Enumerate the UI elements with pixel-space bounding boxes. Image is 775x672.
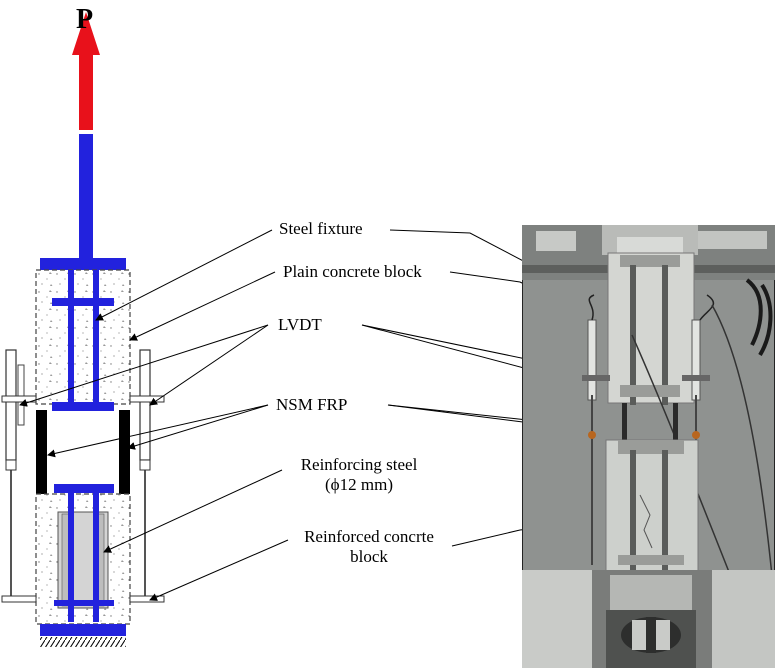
nsm-frp-left [36, 410, 47, 496]
leader-plain-block [129, 271, 276, 341]
lower-fixture-rod-right [93, 484, 99, 622]
label-nsm-frp: NSM FRP [276, 395, 348, 414]
leader-steel-fixture [95, 229, 273, 321]
steel-fixture-bar-bottom [52, 402, 114, 411]
label-reinforcing-steel: Reinforcing steel (ϕ12 mm) [284, 455, 434, 495]
leader-rebar [103, 469, 283, 553]
lvdt-left-body [5, 349, 17, 461]
lower-fixture-bar-bottom [54, 600, 114, 606]
steel-fixture-rod-left [68, 270, 74, 410]
ground-hatch [40, 637, 126, 647]
base-plate [40, 624, 126, 636]
test-setup-photo [522, 225, 775, 668]
label-reinforced-block-line2: block [350, 547, 388, 566]
leader-nsm-2 [127, 404, 269, 450]
label-reinforcing-steel-line2: (ϕ12 mm) [325, 475, 393, 494]
leader-lvdt-2 [149, 324, 269, 406]
leader-nsm-1 [47, 404, 269, 458]
steel-fixture-bar-top [52, 298, 114, 306]
label-reinforced-block-line1: Reinforced concrte [304, 527, 434, 546]
top-fixture-plate [40, 258, 126, 270]
leader-lvdt-1 [19, 324, 269, 407]
pull-rod [79, 134, 93, 262]
plain-concrete-block [35, 269, 131, 405]
steel-fixture-rod-right [93, 270, 99, 410]
leader-reinforced-block [149, 539, 289, 601]
lower-fixture-rod-left [68, 484, 74, 622]
nsm-frp-right [119, 410, 130, 496]
label-lvdt: LVDT [278, 315, 322, 334]
label-steel-fixture: Steel fixture [279, 219, 363, 238]
lower-fixture-bar-top [54, 484, 114, 493]
load-label: P [76, 4, 94, 35]
label-plain-concrete-block: Plain concrete block [283, 262, 422, 281]
label-reinforcing-steel-line1: Reinforcing steel [300, 455, 418, 474]
load-arrow [72, 12, 100, 130]
label-reinforced-block: Reinforced concrte block [288, 527, 450, 567]
